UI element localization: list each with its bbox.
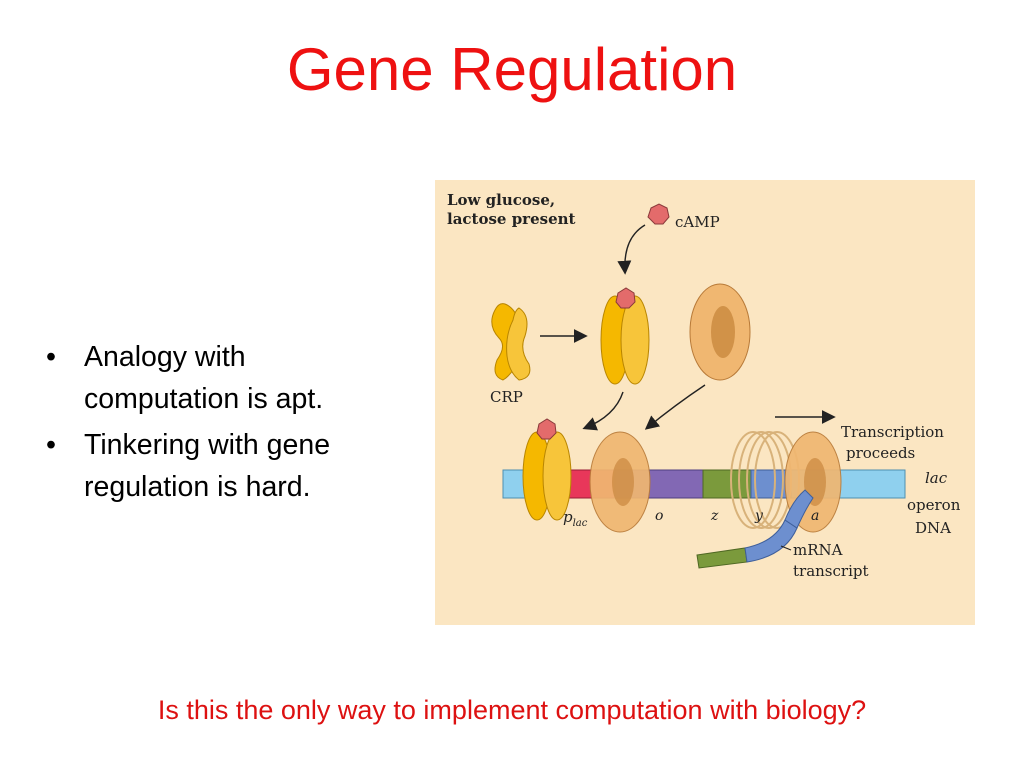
camp-binding-arrow [617,224,646,275]
lac-operon-label-line3: DNA [915,519,951,537]
figure-background [435,180,975,625]
bound-crp-camp-icon [522,418,572,521]
crp-protein-icon [491,303,531,381]
transcription-label-line2: proceeds [846,444,915,462]
closing-question: Is this the only way to implement comput… [157,695,867,725]
rna-polymerase-icon [689,283,751,381]
promoter-label: plac [563,508,588,529]
mrna-leader-line [780,545,792,551]
camp-label: cAMP [675,213,720,231]
bullet-item: •Analogy with computation is apt. [46,336,406,420]
mrna-transcript-icon [696,489,814,569]
bullet-dot-icon: • [46,429,56,461]
crp-camp-complex-icon [600,287,650,385]
complex-binding-arrow [582,391,624,431]
lac-operon-figure: Low glucose, lactose present cAMP CRP [435,180,975,625]
mrna-label-line1: mRNA [793,541,843,559]
gene-y-label: y [754,508,764,524]
bullet-item: •Tinkering with gene regulation is hard. [46,424,406,508]
bullet-list: •Analogy with computation is apt. •Tinke… [46,336,406,512]
condition-label-line1: Low glucose, [447,191,555,209]
lac-operon-diagram: Low glucose, lactose present cAMP CRP [435,180,975,625]
gene-z-label: z [710,508,719,524]
lac-operon-label-line2: operon [907,496,961,514]
gene-a-label: a [811,508,819,524]
condition-label-line2: lactose present [447,210,576,228]
crp-label: CRP [490,388,523,406]
transcription-label-line1: Transcription [841,423,944,441]
operator-label: o [655,508,663,524]
slide-title: Gene Regulation [286,36,738,103]
camp-molecule-icon [647,203,670,225]
mrna-label-line2: transcript [793,562,869,580]
bound-polymerase-icon [589,431,651,533]
lac-operon-label-line1: lac [925,469,948,487]
polymerase-binding-arrow [644,384,706,430]
gene-z-region [702,469,752,499]
bullet-dot-icon: • [46,341,56,373]
gene-y-region [750,469,792,499]
